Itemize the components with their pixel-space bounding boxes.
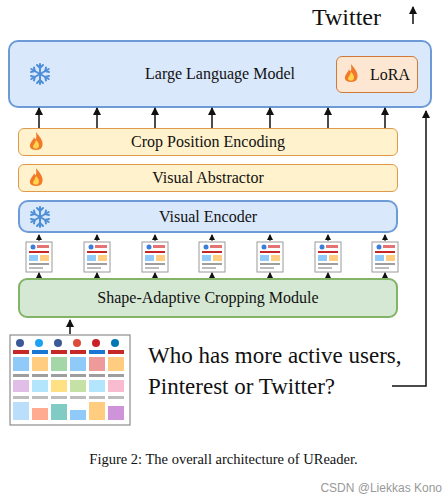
question-text: Who has more active users, Pinterest or … xyxy=(148,340,442,402)
feature-arrow xyxy=(96,108,98,128)
encoder-box: Visual Encoder xyxy=(18,200,398,233)
trainable-icon xyxy=(345,64,358,82)
input-image xyxy=(10,335,130,425)
feature-arrow xyxy=(38,108,40,128)
box-label: Visual Encoder xyxy=(159,208,257,226)
output-arrow xyxy=(412,7,414,24)
model-box: Large Language Model LoRA xyxy=(8,40,432,108)
frozen-icon xyxy=(31,64,49,84)
watermark: CSDN @Liekkas Kono xyxy=(250,481,442,496)
feature-arrow xyxy=(154,108,156,128)
trainable-icon xyxy=(30,168,43,186)
cropping-box: Shape-Adaptive Cropping Module xyxy=(18,278,398,318)
crop-thumbnails xyxy=(26,242,398,272)
box-label: Shape-Adaptive Cropping Module xyxy=(97,289,318,307)
trainable-icon xyxy=(30,132,43,150)
feature-arrow xyxy=(327,108,329,128)
module-box: Visual Abstractor xyxy=(18,164,398,192)
module-box: Crop Position Encoding xyxy=(18,128,398,156)
figure-caption: Figure 2: The overall architecture of UR… xyxy=(0,450,447,468)
input-arrow xyxy=(69,320,71,334)
frozen-icon xyxy=(31,207,49,227)
box-label: Crop Position Encoding xyxy=(131,133,285,151)
crop-arrows xyxy=(39,235,385,278)
box-label: LoRA xyxy=(370,66,410,84)
feature-arrow xyxy=(211,108,213,128)
box-label: Large Language Model xyxy=(145,65,295,83)
box-label: Visual Abstractor xyxy=(152,169,263,187)
adapter-box: LoRA xyxy=(336,56,418,93)
feature-arrow xyxy=(384,108,386,128)
feature-arrow xyxy=(269,108,271,128)
answer-text: Twitter xyxy=(312,2,412,32)
